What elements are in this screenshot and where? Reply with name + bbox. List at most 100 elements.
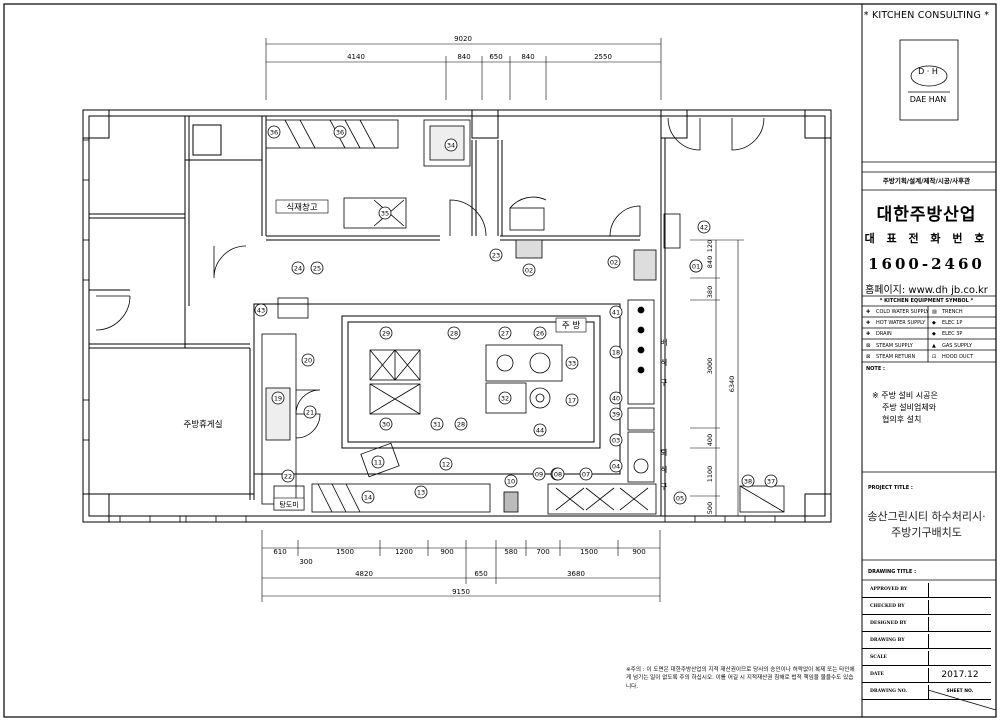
sign-row-label: DESIGNED BY bbox=[870, 621, 907, 626]
dim-bottom-seg: 650 bbox=[474, 570, 487, 578]
sign-row-value bbox=[928, 617, 991, 631]
equipment-tag: 43 bbox=[254, 303, 268, 317]
equipment-tag-number: 08 bbox=[554, 470, 562, 478]
equipment-tag-number: 05 bbox=[676, 494, 684, 502]
project-line: 주방기구배치도 bbox=[891, 526, 962, 539]
equipment-tag-circle bbox=[430, 417, 444, 431]
equipment-tag-number: 38 bbox=[744, 477, 752, 485]
equipment-tag: 01 bbox=[689, 259, 703, 273]
copyright-warning: ※주의 : 이 도면은 대한주방산업의 지적 재산권이므로 당사의 승인이나 허… bbox=[626, 667, 855, 690]
equipment-tag: 13 bbox=[414, 485, 428, 499]
equipment-tag-number: 36 bbox=[336, 128, 344, 136]
equipment-tag-circle bbox=[673, 491, 687, 505]
legend-label: COLD WATER SUPPLY bbox=[876, 309, 929, 315]
sign-row: DESIGNED BY bbox=[862, 616, 991, 632]
equipment-tag-circle bbox=[609, 391, 623, 405]
equipment-tag: 41 bbox=[609, 305, 623, 319]
legend-label: ELEC 1P bbox=[942, 320, 963, 327]
dim-right-seg: 500 bbox=[706, 502, 714, 514]
equipment-tag: 21 bbox=[303, 405, 317, 419]
equipment-tag-circle bbox=[609, 433, 623, 447]
legend-row: ✚COLD WATER SUPPLY▨TRENCH bbox=[862, 307, 991, 318]
note-label: NOTE : bbox=[866, 366, 886, 372]
dim-top-seg: 4140 bbox=[347, 53, 365, 61]
equipment-tag: 17 bbox=[565, 393, 579, 407]
equipment-tag-number: 30 bbox=[382, 420, 390, 428]
equipment-tag-circle bbox=[378, 206, 392, 220]
note-line: 주방 설비업체와 bbox=[882, 403, 937, 412]
legend-label: HOT WATER SUPPLY bbox=[876, 320, 926, 327]
dimension-lines-right bbox=[690, 239, 744, 517]
room-label-serving: 배 bbox=[661, 338, 668, 347]
room-label-serving: 구 bbox=[661, 378, 668, 387]
equipment-tag-number: 29 bbox=[382, 329, 390, 337]
legend-symbol-icon: ✚ bbox=[866, 320, 871, 327]
equipment-tag: 18 bbox=[609, 345, 623, 359]
dim-top-seg: 840 bbox=[457, 53, 470, 61]
equipment-tag-circle bbox=[504, 474, 518, 488]
dim-bottom-seg: 610 bbox=[273, 548, 286, 556]
homepage: 홈페이지: www.dh jb.co.kr bbox=[862, 281, 991, 296]
note-line: ※ 주방 설비 시공은 bbox=[872, 391, 938, 400]
sign-row-value bbox=[928, 651, 991, 665]
sheet-border bbox=[3, 3, 997, 718]
equipment-tag: 11 bbox=[371, 455, 385, 469]
legend-symbol-icon: ⊡ bbox=[932, 353, 937, 360]
equipment-tag-circle bbox=[533, 423, 547, 437]
equipment-tag-circle bbox=[565, 393, 579, 407]
room-label-dishroom: 탕도미 bbox=[279, 500, 298, 509]
equipment-tag-number: 22 bbox=[284, 472, 292, 480]
legend-label: GAS SUPPLY bbox=[942, 342, 973, 349]
equipment-tag: 10 bbox=[504, 474, 518, 488]
legend-symbol-icon: ✚ bbox=[866, 309, 871, 315]
equipment-tag: 44 bbox=[533, 423, 547, 437]
legend-label: ELEC 3P bbox=[942, 331, 963, 338]
equipment-tag-circle bbox=[361, 490, 375, 504]
dim-bottom-seg: 700 bbox=[536, 548, 549, 556]
equipment-tag: 34 bbox=[444, 138, 458, 152]
equipment-tag-circle bbox=[267, 125, 281, 139]
equipment-tag: 19 bbox=[271, 391, 285, 405]
equipment-tag-number: 31 bbox=[433, 420, 441, 428]
dim-top-seg: 650 bbox=[489, 53, 502, 61]
equipment-tag-number: 10 bbox=[507, 477, 515, 485]
equipment-tag: 09 bbox=[532, 467, 546, 481]
equipment-tag-number: 41 bbox=[612, 308, 620, 316]
equipment-tag-circle bbox=[522, 263, 536, 277]
sign-row-value bbox=[928, 583, 991, 597]
equipment-tag-circle bbox=[414, 485, 428, 499]
equipment-tag: 20 bbox=[301, 353, 315, 367]
equipment-tag: 05 bbox=[673, 491, 687, 505]
equipment-tag-circle bbox=[489, 248, 503, 262]
room-label-kitchen: 주 방 bbox=[562, 320, 581, 331]
equipment-tag-circle bbox=[565, 356, 579, 370]
legend-symbol-icon: ▨ bbox=[932, 309, 937, 315]
equipment-tag-number: 28 bbox=[450, 329, 458, 337]
equipment-tag-number: 13 bbox=[417, 488, 425, 496]
equipment-tag-number: 39 bbox=[612, 410, 620, 418]
equipment-tag-circle bbox=[333, 125, 347, 139]
equipment-tag: 25 bbox=[310, 261, 324, 275]
dim-right-seg: 840 bbox=[706, 256, 714, 268]
room-label-return: 식 bbox=[661, 465, 668, 474]
equipment-tag-circle bbox=[609, 305, 623, 319]
equipment-tag-number: 33 bbox=[568, 359, 576, 367]
dim-right-seg: 120 bbox=[706, 240, 714, 252]
equipment-tag: 02 bbox=[607, 255, 621, 269]
equipment-tag-number: 11 bbox=[374, 458, 382, 466]
equipment-tag-number: 43 bbox=[257, 306, 265, 314]
equipment-tag: 08 bbox=[551, 467, 565, 481]
room-labels: 식재창고 주 방 주방휴게실 탕도미 배 식 구 퇴 식 구 bbox=[183, 199, 668, 511]
equipment-tag-circle bbox=[271, 391, 285, 405]
equipment-tag-circle bbox=[303, 405, 317, 419]
equipment-tag: 12 bbox=[439, 457, 453, 471]
equipment-tag-circle bbox=[579, 467, 593, 481]
equipment-tag-number: 19 bbox=[274, 394, 282, 402]
project-label: PROJECT TITLE : bbox=[868, 485, 913, 491]
equipment-tag: 31 bbox=[430, 417, 444, 431]
equipment-tag: 03 bbox=[609, 433, 623, 447]
room-label-lounge: 주방휴게실 bbox=[183, 419, 222, 430]
equipment-tag-circle bbox=[498, 326, 512, 340]
